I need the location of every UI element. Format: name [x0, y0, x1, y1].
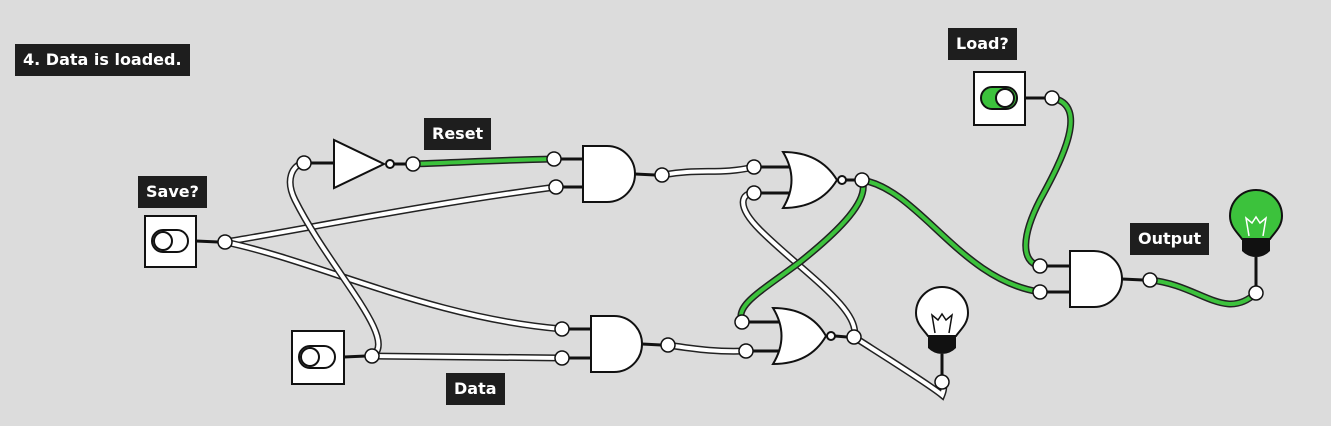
nor-gate-1 [761, 150, 855, 210]
save-label: Save? [138, 176, 207, 208]
wire-and3-to-output [1148, 278, 1258, 306]
wire-data-to-and2 [370, 354, 564, 360]
data-label: Data [446, 373, 505, 405]
node [1248, 285, 1264, 301]
and-gate-3 [1047, 250, 1144, 308]
node [746, 185, 762, 201]
output-bulb [1228, 188, 1284, 287]
node [296, 155, 312, 171]
load-switch[interactable] [973, 71, 1046, 126]
wire-not-to-and1 [411, 157, 556, 166]
node [734, 314, 750, 330]
memory-bulb [914, 285, 970, 376]
node [654, 167, 670, 183]
node [364, 348, 380, 364]
node [854, 172, 870, 188]
not-gate [311, 138, 406, 190]
wire-load-to-and3 [1023, 96, 1073, 268]
and-gate-1 [561, 145, 656, 203]
node [660, 337, 676, 353]
connection-nodes [217, 90, 1264, 390]
wire-save-to-and2 [223, 240, 564, 331]
wire-or1-to-and3 [858, 176, 1044, 296]
load-label: Load? [948, 28, 1017, 60]
node [405, 156, 421, 172]
step-title: 4. Data is loaded. [15, 44, 190, 76]
save-switch[interactable] [144, 215, 219, 268]
output-label: Output [1130, 223, 1210, 255]
node [1142, 272, 1158, 288]
data-switch[interactable] [291, 330, 367, 385]
node [554, 350, 570, 366]
node [217, 234, 233, 250]
active-wires [409, 94, 1260, 326]
wire-or1-to-or2 [738, 178, 866, 324]
reset-label: Reset [424, 118, 492, 150]
and-gate-2 [569, 315, 662, 373]
node [934, 374, 950, 390]
node [546, 151, 562, 167]
wire-data-to-not [288, 161, 381, 358]
wire-and1-to-or1 [660, 165, 756, 177]
node [1032, 258, 1048, 274]
node [746, 159, 762, 175]
wire-or1-to-and3 [860, 178, 1042, 294]
node [548, 179, 564, 195]
wire-save-to-and1 [223, 185, 558, 244]
wire-data-to-not [286, 159, 382, 360]
node [846, 329, 862, 345]
nor-gate-2 [749, 306, 848, 366]
node [738, 343, 754, 359]
node [1032, 284, 1048, 300]
node [554, 321, 570, 337]
node [1044, 90, 1060, 106]
wire-or2-to-or1 [741, 191, 857, 339]
